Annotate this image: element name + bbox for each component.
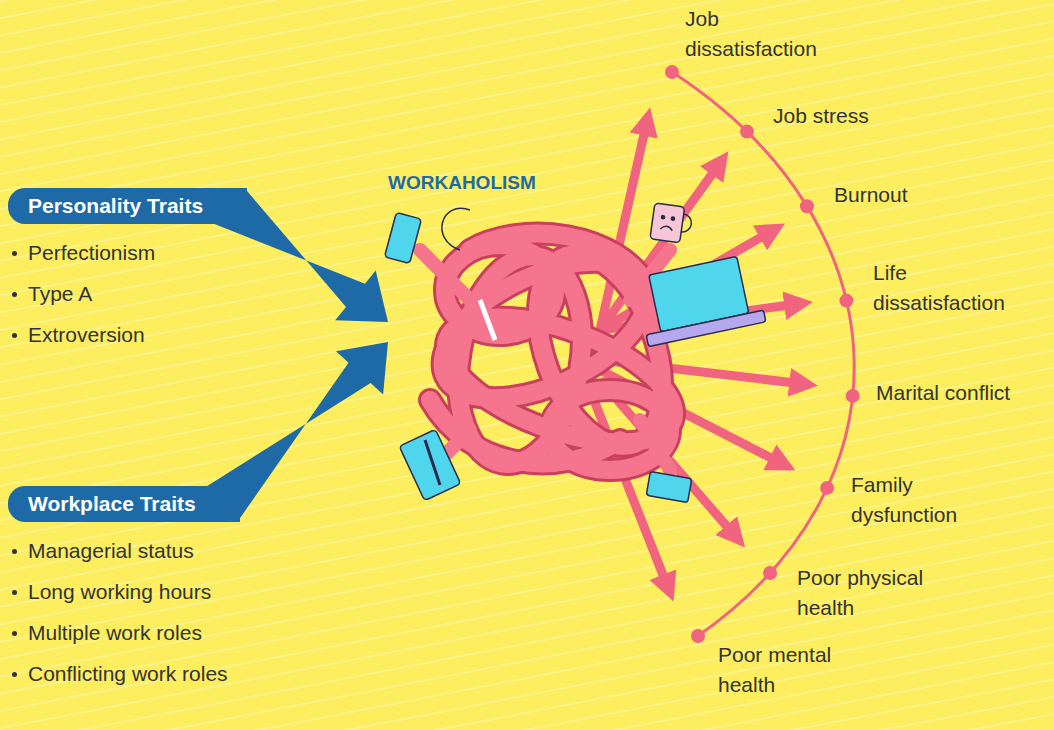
outcome-label: Poor mental health <box>718 640 878 700</box>
trait-text: Extroversion <box>28 323 145 346</box>
outcome-label: Poor physical health <box>797 563 967 623</box>
bullet-dot <box>12 631 17 636</box>
tangle <box>420 234 690 474</box>
workaholism-node: WORKAHOLISM <box>388 172 733 532</box>
outcome-label: Life dissatisfaction <box>873 258 1038 318</box>
bullet-dot <box>12 590 17 595</box>
trait-group: Workplace TraitsManagerial statusLong wo… <box>8 486 240 694</box>
trait-text: Perfectionism <box>28 241 155 264</box>
trait-text: Multiple work roles <box>28 621 202 644</box>
bullet-dot <box>12 292 17 297</box>
outcome-label: Job dissatisfaction <box>685 4 850 64</box>
outcome-label: Burnout <box>834 180 908 210</box>
arc-dots <box>665 65 860 643</box>
trait-item: Multiple work roles <box>8 612 240 653</box>
arc-dot <box>846 389 860 403</box>
arc-dot <box>800 199 814 213</box>
trait-group: Personality TraitsPerfectionismType A Ext… <box>8 188 247 355</box>
arc-dot <box>763 566 777 580</box>
trait-item: Extroversion <box>8 314 247 355</box>
group-banner: Personality Traits <box>8 188 247 224</box>
bullet-dot <box>12 333 17 338</box>
arc-dot <box>691 629 705 643</box>
group-banner: Workplace Traits <box>8 486 240 522</box>
outcome-label: Marital conflict <box>876 378 1010 408</box>
bullet-dot <box>12 672 17 677</box>
arc-dot <box>665 65 679 79</box>
trait-item: Managerial status <box>8 530 240 571</box>
outcome-arc <box>672 72 854 636</box>
trait-item: Perfectionism <box>8 232 247 273</box>
trait-text: Conflicting work roles <box>28 662 228 685</box>
devices <box>384 203 765 502</box>
workaholism-title: WORKAHOLISM <box>388 172 536 194</box>
trait-item: Type A <box>8 273 247 314</box>
trait-text: Managerial status <box>28 539 194 562</box>
bullet-dot <box>12 251 17 256</box>
trait-text: Type A <box>28 282 92 305</box>
trait-item: Long working hours <box>8 571 240 612</box>
arc-dot <box>839 294 853 308</box>
arc-dot <box>820 481 834 495</box>
bullet-dot <box>12 549 17 554</box>
outcome-label: Job stress <box>773 101 869 131</box>
arc-dot <box>740 125 754 139</box>
trait-text: Long working hours <box>28 580 211 603</box>
outcome-label: Family dysfunction <box>851 470 991 530</box>
trait-item: Conflicting work roles <box>8 653 240 694</box>
